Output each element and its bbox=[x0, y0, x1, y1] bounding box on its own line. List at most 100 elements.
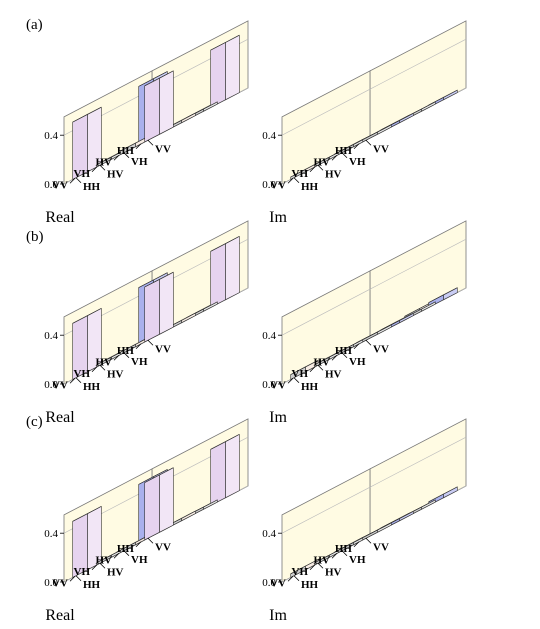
row-tick bbox=[309, 366, 316, 373]
bar-VV-VV bbox=[362, 324, 392, 343]
col-tick bbox=[75, 377, 82, 384]
col-tick-label: VH bbox=[349, 356, 366, 368]
row-tick-label: VV bbox=[52, 179, 68, 191]
row-tick-label: HH bbox=[335, 543, 353, 555]
row-tick-label: VH bbox=[292, 168, 309, 180]
row-tick-label: VH bbox=[74, 168, 91, 180]
bar-VV-HH bbox=[290, 558, 320, 578]
z-tick-label: 0.0 bbox=[262, 179, 276, 191]
row-tick bbox=[309, 166, 316, 173]
col-tick bbox=[341, 550, 348, 557]
col-tick bbox=[75, 575, 82, 582]
col-tick-label: HV bbox=[325, 368, 342, 380]
row-tick-label: HV bbox=[96, 156, 113, 168]
col-tick bbox=[317, 164, 324, 171]
z-tick-label: 0.0 bbox=[262, 577, 276, 589]
row-tick-label: VH bbox=[292, 368, 309, 380]
bar-VH-VV bbox=[384, 112, 414, 131]
row-tick bbox=[331, 354, 338, 361]
col-tick-label: VH bbox=[349, 554, 366, 566]
row-tick bbox=[113, 552, 120, 559]
z-tick-label: 0.4 bbox=[44, 528, 58, 540]
row-tick bbox=[91, 166, 98, 173]
panel-label-a: (a) bbox=[26, 17, 43, 33]
col-tick-label: VH bbox=[131, 356, 148, 368]
col-tick-label: VV bbox=[155, 143, 171, 155]
wall-back-right bbox=[369, 418, 467, 537]
col-tick-label: HH bbox=[83, 181, 101, 193]
col-tick bbox=[317, 562, 324, 569]
row-tick bbox=[309, 564, 316, 571]
col-tick-label: VV bbox=[373, 343, 389, 355]
col-tick bbox=[317, 364, 324, 371]
bar-HH-VV bbox=[210, 235, 240, 308]
row-tick-label: VV bbox=[52, 577, 68, 589]
row-tick-label: VV bbox=[52, 379, 68, 391]
bar-VV-VV bbox=[144, 70, 174, 143]
bar-VV-VV bbox=[144, 467, 174, 541]
col-tick bbox=[123, 152, 130, 159]
row-tick-label: HH bbox=[335, 345, 353, 357]
col-tick bbox=[99, 364, 106, 371]
col-tick-label: HH bbox=[301, 181, 319, 193]
col-tick bbox=[365, 139, 372, 146]
bar-VV-VH bbox=[338, 336, 368, 355]
z-tick-label: 0.0 bbox=[262, 379, 276, 391]
col-tick bbox=[123, 352, 130, 359]
z-tick-label: 0.4 bbox=[44, 130, 58, 142]
row-tick-label: VH bbox=[292, 566, 309, 578]
row-tick bbox=[91, 564, 98, 571]
bar-VV-VH bbox=[338, 136, 368, 155]
col-tick-label: HV bbox=[107, 168, 124, 180]
row-tick bbox=[353, 541, 360, 548]
col-tick bbox=[147, 339, 154, 346]
bar-VV-HH bbox=[290, 359, 320, 380]
row-tick-label: HV bbox=[314, 554, 331, 566]
bar-HH-VV bbox=[210, 433, 240, 506]
col-tick bbox=[341, 352, 348, 359]
row-tick bbox=[135, 143, 142, 150]
col-tick-label: HH bbox=[83, 579, 101, 591]
col-tick-label: HV bbox=[325, 168, 342, 180]
row-tick bbox=[69, 177, 76, 184]
z-tick-label: 0.0 bbox=[44, 379, 58, 391]
col-tick-label: VH bbox=[131, 156, 148, 168]
row-tick bbox=[353, 143, 360, 150]
row-tick-label: VV bbox=[270, 577, 286, 589]
col-tick bbox=[147, 139, 154, 146]
bar-VV-HH bbox=[72, 307, 102, 380]
chart-title: Real bbox=[45, 409, 75, 426]
row-tick bbox=[287, 377, 294, 384]
row-tick-label: HH bbox=[117, 345, 135, 357]
col-tick bbox=[99, 164, 106, 171]
row-tick-label: HH bbox=[117, 543, 135, 555]
z-tick-label: 0.4 bbox=[262, 528, 276, 540]
chart-title: Im bbox=[269, 607, 287, 624]
bar-HV-VV bbox=[188, 101, 218, 120]
panel-label-b: (b) bbox=[26, 229, 44, 245]
row-tick bbox=[287, 177, 294, 184]
z-tick-label: 0.4 bbox=[262, 330, 276, 342]
z-gridline bbox=[281, 38, 467, 136]
row-tick-label: HH bbox=[335, 145, 353, 157]
row-tick-label: HH bbox=[117, 145, 135, 157]
z-tick-label: 0.4 bbox=[262, 130, 276, 142]
col-tick-label: VH bbox=[131, 554, 148, 566]
col-tick bbox=[123, 550, 130, 557]
row-tick-label: HV bbox=[96, 554, 113, 566]
bar-HH-VV bbox=[210, 34, 240, 108]
col-tick-label: VV bbox=[155, 343, 171, 355]
wall-back-right bbox=[369, 220, 467, 339]
col-tick-label: HH bbox=[83, 381, 101, 393]
row-tick-label: VH bbox=[74, 368, 91, 380]
row-tick bbox=[69, 377, 76, 384]
z-tick-label: 0.0 bbox=[44, 179, 58, 191]
col-tick bbox=[147, 537, 154, 544]
col-tick-label: HH bbox=[301, 579, 319, 591]
bar-VV-HH bbox=[72, 106, 102, 180]
z-gridline bbox=[281, 436, 467, 534]
row-tick bbox=[331, 154, 338, 161]
